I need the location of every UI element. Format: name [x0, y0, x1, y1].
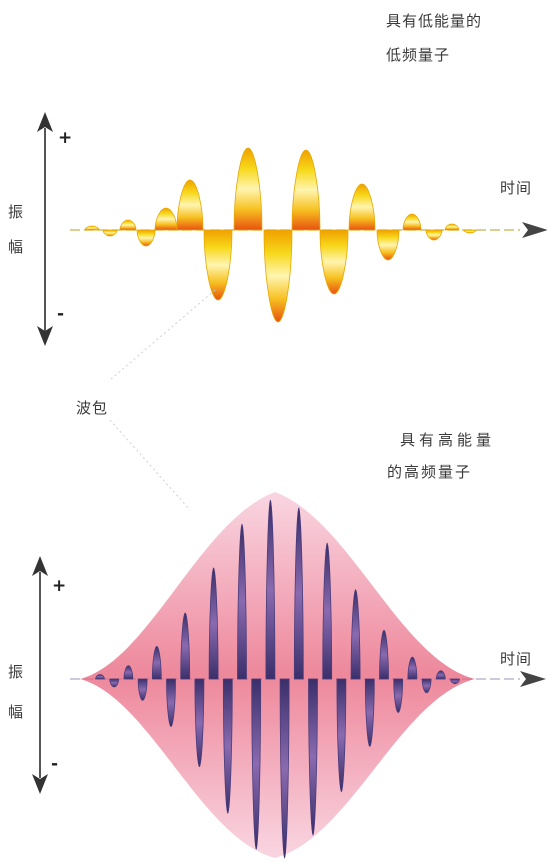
wave-lobe — [435, 670, 446, 680]
top-x-label: 时间 — [500, 179, 533, 197]
wave-lobe — [102, 229, 118, 237]
wave-lobe — [393, 678, 404, 713]
bottom-minus-sign: - — [51, 754, 59, 774]
wave-lobe — [137, 678, 148, 701]
wave-lobe — [154, 207, 178, 231]
wave-lobe — [176, 179, 204, 231]
top-y-label-char2: 幅 — [8, 238, 25, 256]
wave-lobe — [350, 589, 361, 680]
packet-connector-line — [109, 419, 191, 511]
wave-lobe — [166, 678, 176, 727]
wave-lobe — [233, 147, 263, 231]
wave-lobe — [364, 678, 375, 747]
wave-lobe — [109, 678, 120, 688]
top-y-label-char1: 振 — [8, 203, 25, 221]
wave-lobe — [263, 229, 293, 323]
wave-lobe — [251, 678, 262, 850]
wave-lobe — [119, 219, 137, 231]
packet-connector-line — [109, 289, 216, 381]
wave-lobe — [379, 629, 389, 680]
wave-lobe — [237, 523, 247, 680]
high-frequency-wave — [80, 492, 475, 859]
low-energy-title-line1: 具有低能量的 — [386, 12, 483, 30]
bottom-x-label: 时间 — [500, 650, 533, 668]
wave-lobe — [463, 229, 477, 234]
wave-lobe — [402, 213, 422, 231]
wave-lobe — [136, 229, 156, 247]
top-plus-sign: + — [58, 128, 73, 148]
bottom-plus-sign: + — [52, 576, 67, 596]
bottom-y-label-char1: 振 — [8, 663, 25, 681]
wave-lobe — [84, 225, 100, 231]
high-energy-title-line2: 的高频量子 — [387, 463, 473, 481]
bottom-y-axis — [32, 556, 48, 794]
wave-envelope — [80, 492, 475, 858]
wave-lobe — [407, 656, 418, 680]
wave-lobe — [151, 646, 162, 680]
wave-lobe — [319, 229, 349, 295]
wave-lobe — [208, 567, 219, 680]
bottom-y-label-char2: 幅 — [8, 703, 25, 721]
wave-lobe — [222, 678, 233, 814]
wave-lobe — [123, 665, 134, 680]
low-frequency-wave — [84, 147, 477, 323]
low-energy-title-line2: 低频量子 — [386, 46, 451, 64]
wave-lobe — [95, 674, 105, 680]
wave-lobe — [194, 678, 205, 768]
wave-lobe — [336, 678, 347, 793]
wave-lobe — [444, 223, 460, 231]
high-energy-title-line1: 具有高能量 — [400, 431, 496, 449]
wave-lobe — [322, 542, 333, 680]
wave-lobe — [421, 678, 432, 694]
wave-lobe — [425, 229, 443, 241]
wave-lobe — [348, 183, 376, 231]
wave-packet-label: 波包 — [76, 399, 109, 417]
wave-lobe — [308, 678, 318, 836]
wave-lobe — [450, 678, 460, 685]
wave-lobe — [293, 507, 304, 680]
top-y-axis — [37, 112, 53, 346]
wave-lobe — [265, 499, 276, 680]
top-minus-sign: - — [57, 304, 65, 324]
wave-lobe — [180, 612, 191, 680]
wave-lobe — [291, 149, 321, 231]
wave-lobe — [279, 678, 290, 859]
wave-lobe — [203, 229, 233, 301]
wave-lobe — [376, 229, 400, 261]
